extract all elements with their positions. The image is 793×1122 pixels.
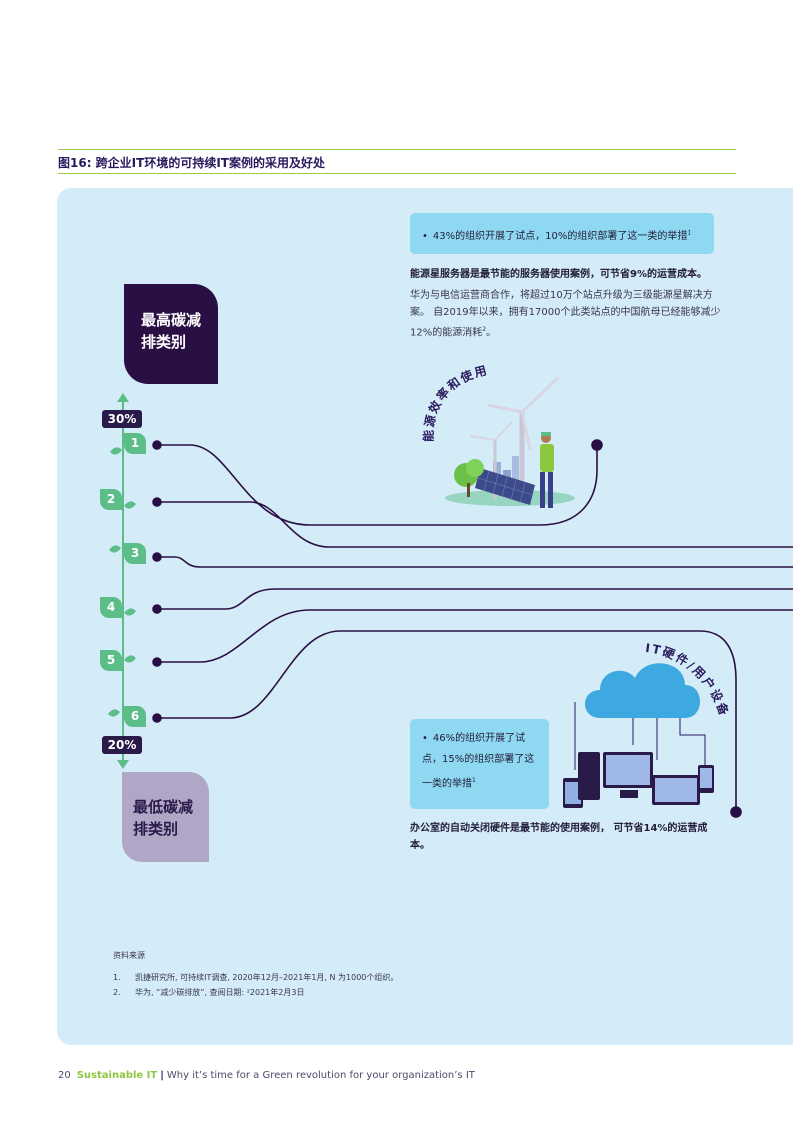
pct-high-badge: 30% (102, 410, 142, 428)
connector-lines (152, 439, 793, 818)
category-low-line1: 最低碳减 (133, 798, 194, 816)
top-rule (58, 149, 736, 150)
page-number: 20 (58, 1070, 71, 1081)
source-text: 凯捷研究所, 可持续IT调查, 2020年12月–2021年1月, N 为100… (135, 973, 399, 982)
bullet-mark: • (422, 231, 428, 242)
source-item: 2. 华为, “减少碳排放”, 查阅日期: ²2021年2月3日 (113, 987, 304, 998)
sources-title: 资料来源 (113, 951, 145, 960)
footnote-ref: 1 (687, 229, 692, 237)
arrow-up-icon (117, 393, 129, 402)
category-high-line1: 最高碳减 (141, 311, 202, 329)
footnote-ref: 2 (482, 326, 487, 333)
section-energy-label: 能源效率和使用 (421, 363, 490, 442)
callout-energy-stats: • 43%的组织开展了试点，10%的组织部署了这一类的举措1 (410, 213, 714, 254)
wind-solar-illustration (445, 376, 575, 508)
footer-tagline: Why it’s time for a Green revolution for… (166, 1070, 475, 1081)
footer-separator: | (160, 1070, 164, 1081)
callout-hardware-stats: •46%的组织开展了试点，15%的组织部署了这一类的举措1 (410, 719, 549, 809)
category-low-box: 最低碳减 排类别 (122, 772, 209, 862)
arrow-down-icon (117, 760, 129, 769)
hardware-headline: 办公室的自动关闭硬件是最节能的使用案例， 可节省14%的运营成本。 (410, 823, 708, 851)
figure-title: 图16: 跨企业IT环境的可持续IT案例的采用及好处 (58, 156, 325, 170)
title-rule (58, 173, 736, 174)
footnote-ref: 1 (472, 777, 476, 784)
number-badge-5: 5 (100, 650, 122, 671)
energy-body: 华为与电信运营商合作，将超过10万个站点升级为三级能源星解决方案。 自2019年… (410, 287, 730, 341)
category-low-line2: 排类别 (133, 820, 179, 838)
number-badge-4: 4 (100, 597, 122, 618)
energy-body-end: 。 (486, 327, 497, 339)
cloud-devices-illustration (563, 663, 714, 808)
pct-low-badge: 20% (102, 736, 142, 754)
number-badge-3: 3 (124, 543, 146, 564)
source-number: 1. (113, 973, 121, 982)
category-high-line2: 排类别 (141, 333, 187, 351)
leaf-icons (108, 447, 136, 717)
number-badge-2: 2 (100, 489, 122, 510)
bullet-mark: • (422, 733, 428, 744)
footer-brand: Sustainable IT (76, 1070, 158, 1081)
source-text: 华为, “减少碳排放”, 查阅日期: ²2021年2月3日 (135, 988, 305, 997)
callout-energy-text: 43%的组织开展了试点，10%的组织部署了这一类的举措 (432, 231, 688, 242)
number-badge-6: 6 (124, 706, 146, 727)
energy-body-text: 华为与电信运营商合作，将超过10万个站点升级为三级能源星解决方案。 自2019年… (410, 290, 721, 339)
category-high-box: 最高碳减 排类别 (124, 284, 218, 384)
callout-hardware-text: 46%的组织开展了试点，15%的组织部署了这一类的举措 (422, 733, 535, 790)
page-footer: 20 Sustainable IT|Why it’s time for a Gre… (58, 1070, 475, 1081)
source-item: 1. 凯捷研究所, 可持续IT调查, 2020年12月–2021年1月, N 为1… (113, 972, 398, 983)
number-badge-1: 1 (124, 433, 146, 454)
source-number: 2. (113, 988, 121, 997)
energy-headline: 能源星服务器是最节能的服务器使用案例，可节省9%的运营成本。 (410, 269, 707, 280)
